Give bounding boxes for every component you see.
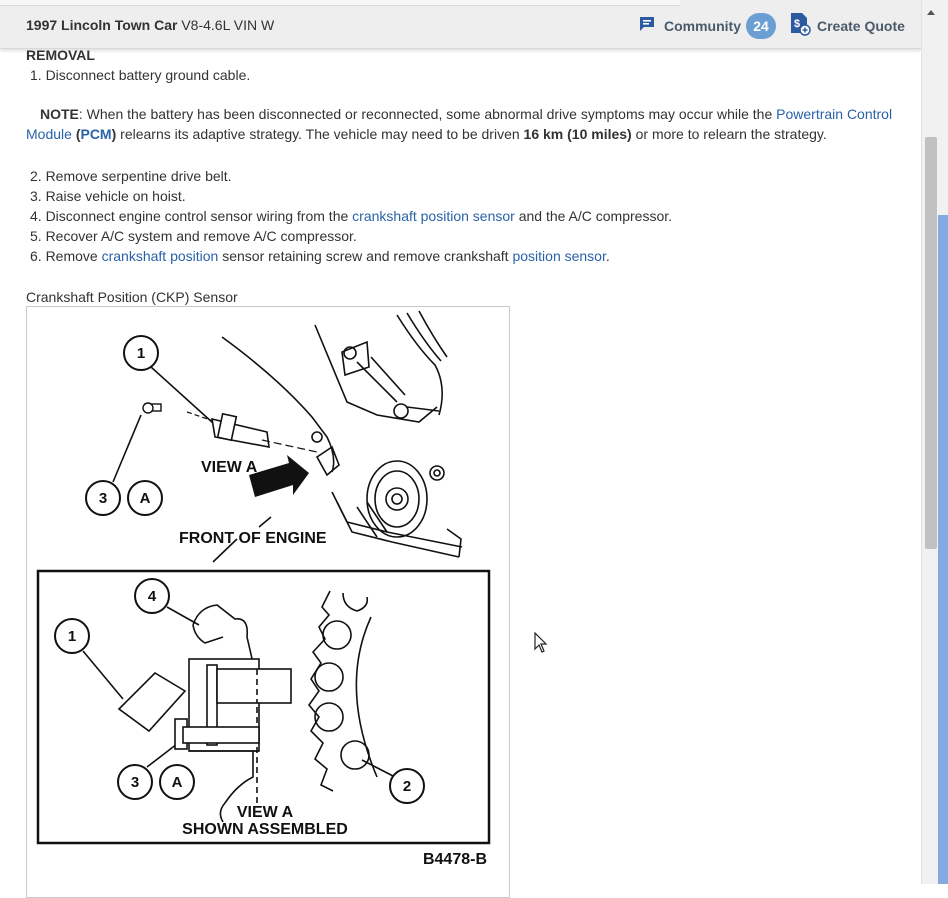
assembled-view-frame	[36, 569, 491, 845]
pcm-link[interactable]: PCM	[80, 126, 111, 142]
callout-3-top	[85, 480, 121, 516]
window-edge-highlight	[938, 215, 948, 884]
header-top-strip	[0, 0, 680, 6]
step-6-text-2: sensor retaining screw and remove cranks…	[218, 248, 513, 264]
vehicle-title-bold: 1997 Lincoln Town Car	[26, 17, 178, 33]
callout-a-top-label: A	[140, 490, 151, 507]
vehicle-title-engine: V8-4.6L VIN W	[177, 17, 275, 33]
figure-caption: Crankshaft Position (CKP) Sensor	[26, 289, 238, 305]
assembled-view-drawing	[117, 590, 378, 823]
callout-leaders	[82, 366, 396, 778]
step-3: 3. Raise vehicle on hoist.	[30, 188, 186, 204]
callout-1-top-label: 1	[137, 345, 145, 362]
callout-4	[134, 578, 170, 614]
callout-3-bottom-label: 3	[131, 774, 139, 791]
scroll-up-arrow-icon[interactable]	[927, 10, 935, 15]
note-text-2: relearns its adaptive strategy. The vehi…	[116, 126, 524, 142]
shown-assembled-label: SHOWN ASSEMBLED	[182, 821, 348, 838]
callout-a-bottom	[159, 764, 195, 800]
view-a-bottom-label: VIEW A	[237, 804, 294, 821]
ckp-sensor-diagram[interactable]: 1 3 A 4 1 3 A 2 VIEW A FRONT OF ENGINE	[26, 306, 510, 898]
step-6: 6. Remove crankshaft position sensor ret…	[30, 246, 610, 266]
callout-1-bottom-label: 1	[68, 628, 76, 645]
scrollbar-thumb[interactable]	[925, 137, 937, 549]
community-label: Community	[664, 18, 741, 34]
crankshaft-position-sensor-link[interactable]: crankshaft position sensor	[352, 208, 515, 224]
step-5: 5. Recover A/C system and remove A/C com…	[30, 228, 357, 244]
step-6-period: .	[605, 248, 610, 264]
vehicle-title: 1997 Lincoln Town Car V8-4.6L VIN W	[26, 17, 274, 33]
note-text: : When the battery has been disconnected…	[78, 106, 777, 122]
callout-3-bottom	[117, 764, 153, 800]
callout-a-bottom-label: A	[172, 774, 183, 791]
callout-1-bottom	[54, 618, 90, 654]
note-paren-close: )	[111, 126, 117, 142]
note-distance: 16 km (10 miles)	[523, 126, 632, 142]
callout-4-label: 4	[148, 588, 157, 605]
note-label: NOTE	[40, 106, 79, 122]
figure-code-label: B4478-B	[423, 851, 487, 868]
step-2: 2. Remove serpentine drive belt.	[30, 168, 232, 184]
powertrain-control-module-link[interactable]: Powertrain Control Module	[26, 106, 893, 142]
mouse-cursor-icon	[534, 631, 548, 659]
step-4-text: 4. Disconnect engine control sensor wiri…	[30, 208, 353, 224]
sensor-exploded-view	[142, 402, 318, 497]
note-text-3: or more to relearn the strategy.	[631, 126, 827, 142]
note-paragraph: NOTE: When the battery has been disconne…	[26, 104, 906, 144]
position-sensor-link[interactable]: position sensor	[512, 248, 606, 264]
note-paren-open: (	[75, 126, 81, 142]
front-of-engine-label: FRONT OF ENGINE	[179, 530, 327, 547]
top-header-bar: 1997 Lincoln Town Car V8-4.6L VIN W Comm…	[0, 0, 921, 49]
section-title: REMOVAL	[26, 47, 95, 63]
step-1: 1. Disconnect battery ground cable.	[30, 67, 251, 83]
dollar-document-icon: $	[789, 12, 811, 41]
callout-2-label: 2	[403, 778, 411, 795]
pcm-link-text: PCM	[80, 126, 112, 142]
step-4-text-2: and the A/C compressor.	[514, 208, 673, 224]
callout-a-top	[127, 480, 163, 516]
create-quote-button[interactable]: $ Create Quote	[789, 12, 905, 40]
community-count-badge: 24	[746, 13, 776, 39]
step-6-text: 6. Remove	[30, 248, 102, 264]
svg-text:$: $	[794, 18, 800, 30]
create-quote-label: Create Quote	[817, 18, 905, 34]
step-4: 4. Disconnect engine control sensor wiri…	[30, 206, 672, 226]
diagram-drawing: 1 3 A 4 1 3 A 2 VIEW A FRONT OF ENGINE	[36, 310, 491, 868]
crankshaft-position-link[interactable]: crankshaft position	[101, 248, 219, 264]
callout-3-top-label: 3	[99, 490, 107, 507]
engine-upper-illustration	[221, 310, 463, 558]
chat-icon	[638, 14, 658, 39]
community-button[interactable]: Community 24	[638, 12, 776, 40]
callout-2	[389, 768, 425, 804]
callout-1-top	[123, 335, 159, 371]
callout-circles	[54, 335, 425, 804]
view-a-label: VIEW A	[201, 459, 258, 476]
